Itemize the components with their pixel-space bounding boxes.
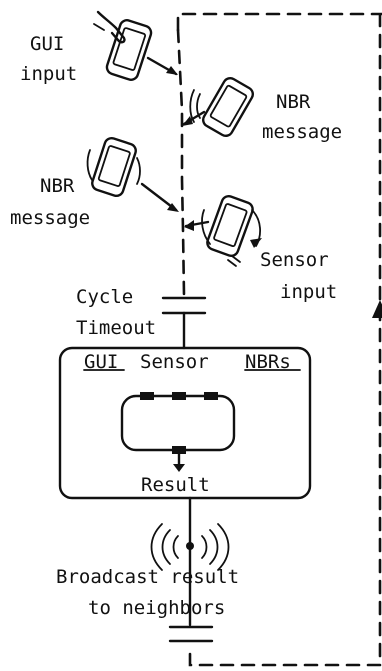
input-port-sensor <box>172 392 186 400</box>
input-port-gui <box>140 392 154 400</box>
label-sensor-line1: Sensor <box>260 249 329 271</box>
label-nbr-message-a-line1: NBR <box>276 91 311 113</box>
label-sensor-line2: input <box>280 281 337 303</box>
label-broadcast-line2: to neighbors <box>88 597 225 619</box>
label-gui-input-line1: GUI <box>30 33 64 55</box>
phone-vibrate-icon <box>88 136 140 197</box>
label-nbr-message-a-line2: message <box>262 121 342 143</box>
label-box-sensor: Sensor <box>140 351 209 373</box>
label-cycle-line2: Timeout <box>76 317 156 339</box>
label-nbr-message-b-line2: message <box>10 207 90 229</box>
function-block <box>122 396 234 450</box>
label-box-gui: GUI <box>84 351 118 373</box>
timeline-dashed <box>178 30 184 295</box>
label-gui-input-line2: input <box>20 63 77 85</box>
label-box-nbrs: NBRs <box>245 351 291 373</box>
label-cycle-line1: Cycle <box>76 286 133 308</box>
label-result: Result <box>141 474 210 496</box>
label-nbr-message-b-line1: NBR <box>40 175 75 197</box>
phone-rotate-icon <box>202 194 262 266</box>
label-broadcast-line1: Broadcast result <box>56 566 239 588</box>
input-port-nbrs <box>204 392 218 400</box>
phone-vibrate-icon <box>190 76 255 139</box>
loop-arrowhead <box>372 300 382 318</box>
phone-tap-icon <box>94 12 153 82</box>
